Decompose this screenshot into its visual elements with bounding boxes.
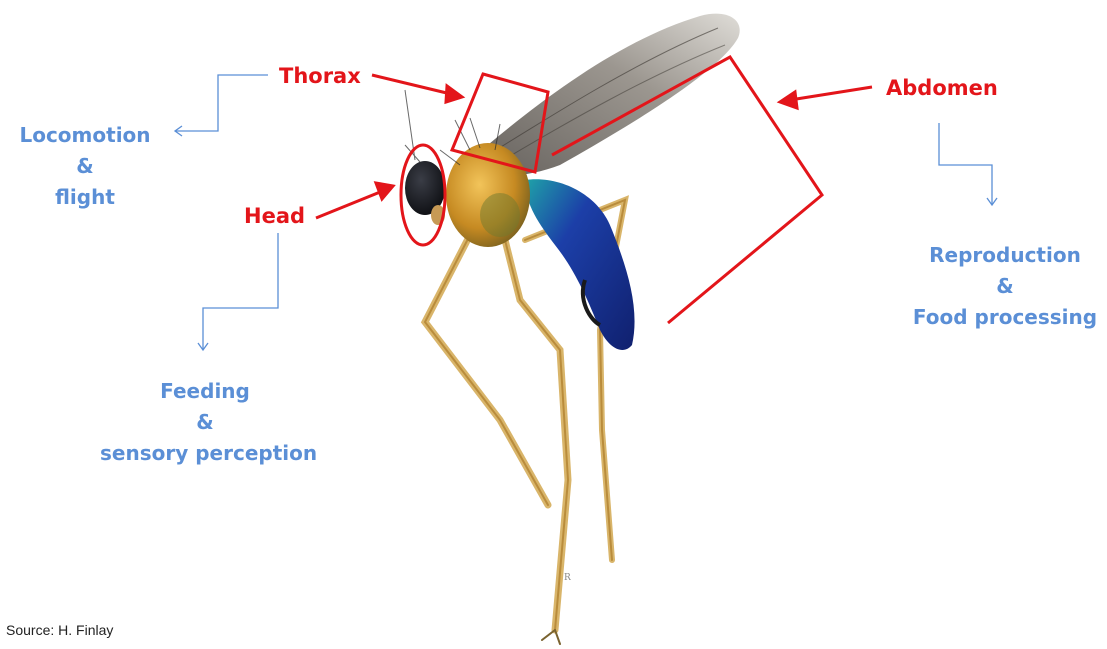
head-function: Feeding & sensory perception xyxy=(100,376,310,469)
abdomen-arrow xyxy=(790,87,872,100)
thorax-function-line-1: Locomotion xyxy=(0,120,170,151)
head-connector xyxy=(203,233,278,350)
abdomen-label: Abdomen xyxy=(886,76,998,100)
thorax-arrow xyxy=(372,75,455,95)
abdomen-connector xyxy=(939,123,992,205)
thorax-function-line-2: & xyxy=(0,151,170,182)
head-arrow xyxy=(316,190,385,218)
head-function-line-1: Feeding xyxy=(100,376,310,407)
abdomen-function-line-1: Reproduction xyxy=(910,240,1100,271)
abdomen-function: Reproduction & Food processing xyxy=(910,240,1100,333)
head-label: Head xyxy=(244,204,305,228)
head-function-line-2: & xyxy=(100,407,310,438)
thorax-connector xyxy=(175,75,268,131)
wing xyxy=(470,14,740,175)
thorax-label: Thorax xyxy=(279,64,361,88)
source-credit: Source: H. Finlay xyxy=(6,622,113,638)
abdomen-function-line-2: & xyxy=(910,271,1100,302)
abdomen-function-line-3: Food processing xyxy=(910,302,1100,333)
thorax-function-line-3: flight xyxy=(0,182,170,213)
head-function-line-3: sensory perception xyxy=(100,438,310,469)
thorax-function: Locomotion & flight xyxy=(0,120,170,213)
artist-signature: R xyxy=(564,573,571,583)
